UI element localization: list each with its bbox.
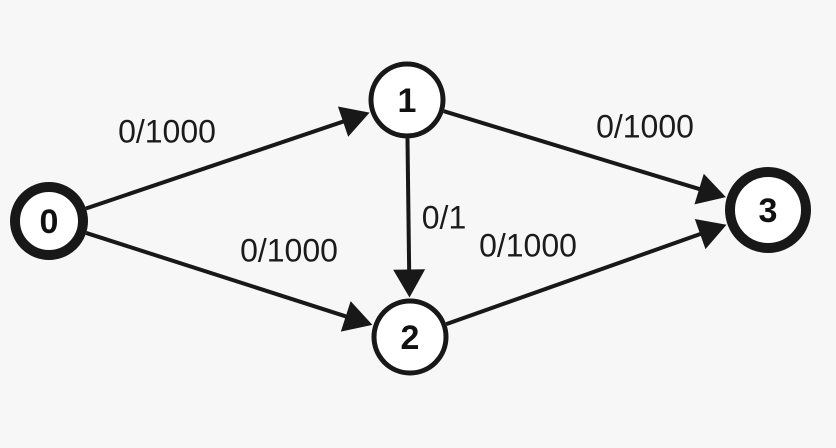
edge-0-2: 0/1000 xyxy=(85,231,373,332)
edge-line-0-1[interactable] xyxy=(85,117,352,211)
node-label-0: 0 xyxy=(40,203,59,241)
node-2: 2 xyxy=(371,298,449,376)
node-circle-1[interactable] xyxy=(368,61,446,139)
edge-0-1: 0/1000 xyxy=(85,106,370,211)
edge-arrowhead-icon[interactable] xyxy=(393,269,426,298)
node-circle-3[interactable] xyxy=(725,167,811,253)
node-label-1: 1 xyxy=(398,82,417,120)
edge-label-1-2: 0/1 xyxy=(422,200,466,236)
node-0: 0 xyxy=(10,182,88,260)
edge-arrowhead-icon[interactable] xyxy=(337,106,370,137)
edge-line-1-3[interactable] xyxy=(443,109,708,194)
node-label-3: 3 xyxy=(759,192,778,230)
edge-label-2-3: 0/1000 xyxy=(479,228,577,264)
edge-arrowhead-icon[interactable] xyxy=(694,173,726,205)
edge-arrowhead-icon[interactable] xyxy=(340,301,373,332)
node-circle-0[interactable] xyxy=(10,182,88,260)
edge-label-0-1: 0/1000 xyxy=(118,114,216,150)
node-circle-2[interactable] xyxy=(371,298,449,376)
node-3: 3 xyxy=(725,167,811,253)
node-1: 1 xyxy=(368,61,446,139)
edge-2-3: 0/1000 xyxy=(445,218,727,327)
edge-arrowhead-icon[interactable] xyxy=(694,218,727,250)
edge-line-0-2[interactable] xyxy=(85,231,354,321)
edge-line-1-2[interactable] xyxy=(405,138,412,278)
node-label-2: 2 xyxy=(401,319,420,357)
edge-label-0-2: 0/1000 xyxy=(240,233,338,269)
edge-1-2: 0/1 xyxy=(393,138,466,298)
edge-label-1-3: 0/1000 xyxy=(596,109,694,145)
edge-1-3: 0/1000 xyxy=(443,109,726,205)
edge-line-2-3[interactable] xyxy=(445,229,709,327)
